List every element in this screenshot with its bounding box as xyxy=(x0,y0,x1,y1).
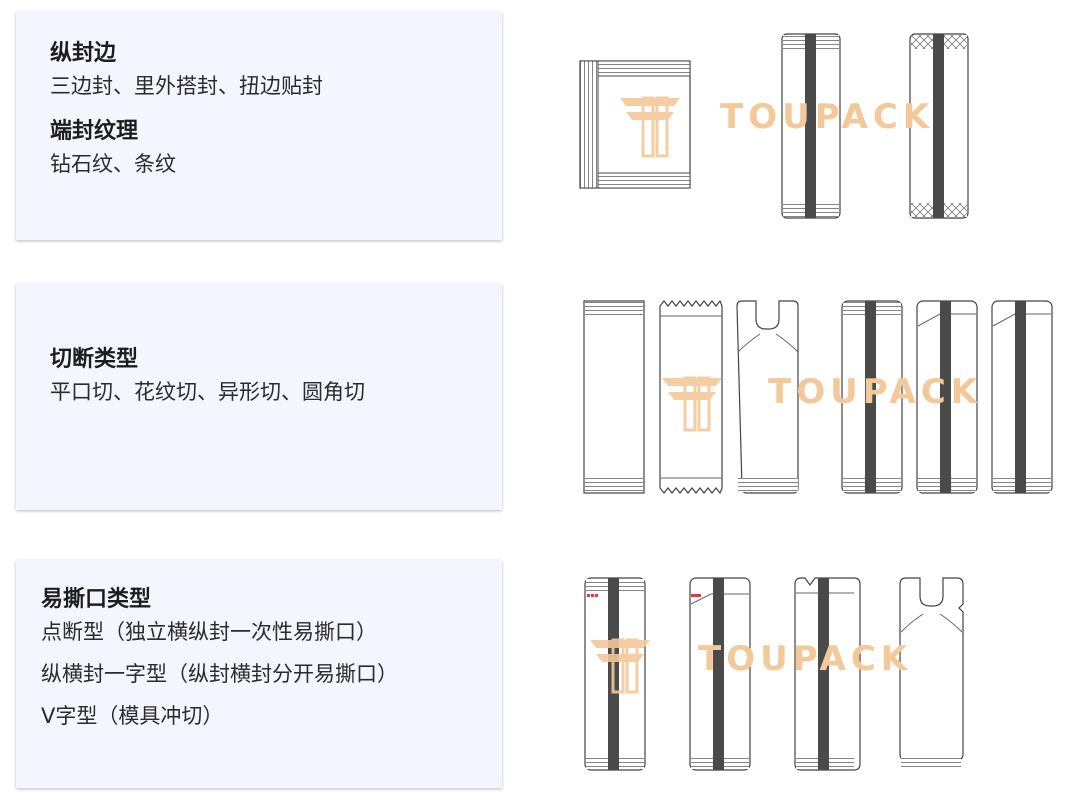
diamond-end-stick xyxy=(909,33,969,219)
watermark-text: TOUPACK xyxy=(698,639,912,679)
straight-tear-stick xyxy=(689,577,751,771)
heading-tear-notch: 易撕口类型 xyxy=(41,587,152,612)
desc-longitudinal-seal: 三边封、里外搭封、扭边贴封 xyxy=(50,74,323,98)
die-cut-notch-stick xyxy=(899,577,964,769)
three-side-seal-pouch xyxy=(579,60,691,189)
desc-tear-notch-v: V字型（模具冲切） xyxy=(41,704,224,728)
toupack-logo-icon xyxy=(620,96,680,158)
heading-cut-type: 切断类型 xyxy=(50,347,139,372)
tear-notch-figure: TOUPACK xyxy=(560,570,1070,780)
round-cut-stick-3 xyxy=(991,300,1053,494)
desc-tear-notch-dotted: 点断型（独立横纵封一次性易撕口） xyxy=(41,620,377,644)
info-card-cut-type: 切断类型 平口切、花纹切、异形切、圆角切 xyxy=(16,284,502,510)
desc-cut-type: 平口切、花纹切、异形切、圆角切 xyxy=(50,380,365,404)
cut-types-figure: TOUPACK xyxy=(560,290,1070,505)
watermark-text: TOUPACK xyxy=(768,372,982,412)
desc-end-seal-texture: 钻石纹、条纹 xyxy=(50,152,176,176)
desc-tear-notch-straight: 纵横封一字型（纵封横封分开易撕口） xyxy=(41,662,398,686)
heading-longitudinal-seal: 纵封边 xyxy=(50,41,117,66)
heading-end-seal-texture: 端封纹理 xyxy=(50,119,139,144)
toupack-logo-icon xyxy=(590,638,650,694)
round-cut-stick-2 xyxy=(916,300,978,494)
striped-end-stick xyxy=(781,33,841,219)
v-notch-stick xyxy=(794,577,861,771)
watermark-text: TOUPACK xyxy=(720,97,934,137)
seal-types-figure: TOUPACK xyxy=(560,20,1070,230)
info-card-seal: 纵封边 三边封、里外搭封、扭边贴封 端封纹理 钻石纹、条纹 xyxy=(16,12,502,240)
round-cut-stick-1 xyxy=(841,300,903,494)
flat-cut-stick xyxy=(583,300,645,494)
toupack-logo-icon xyxy=(662,376,722,432)
shaped-cut-stick xyxy=(736,300,799,494)
info-card-tear-notch: 易撕口类型 点断型（独立横纵封一次性易撕口） 纵横封一字型（纵封横封分开易撕口）… xyxy=(16,560,502,788)
